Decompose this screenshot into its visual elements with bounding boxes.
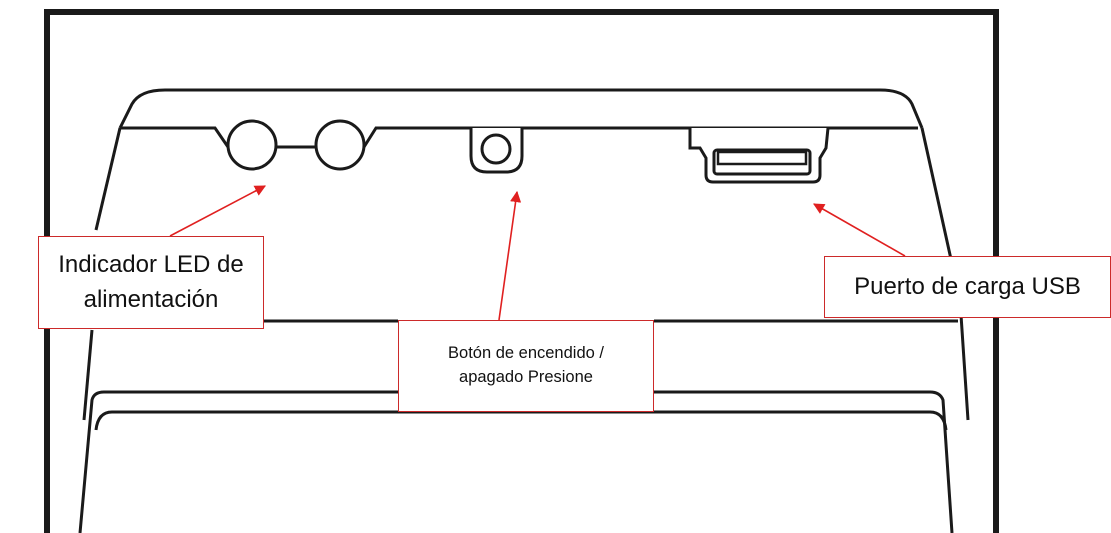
callout-usb-port: Puerto de carga USB [824,256,1111,318]
callout-power-line2: apagado Presione [459,368,593,386]
led-left-icon [226,119,278,171]
led-right-icon [314,119,366,171]
arrow-usb [813,203,906,257]
device-top-outline [118,88,924,129]
power-button-icon [469,128,524,174]
callout-led-line1: Indicador LED de [58,250,244,278]
usb-port-icon [688,127,830,184]
callout-led-indicator: Indicador LED de alimentación [38,236,264,329]
led-indicator-icon [226,119,366,171]
device-body-left [94,127,122,231]
callout-power-button: Botón de encendido / apagado Presione [398,320,654,412]
callout-led-line2: alimentación [83,285,219,313]
arrow-power [498,190,522,321]
device-tray-inner [94,410,948,431]
device-body-left-lower [82,329,94,421]
callout-usb-line1: Puerto de carga USB [854,272,1081,300]
arrow-led [169,185,266,237]
device-tray [78,390,954,533]
callout-power-line1: Botón de encendido / [448,344,604,363]
